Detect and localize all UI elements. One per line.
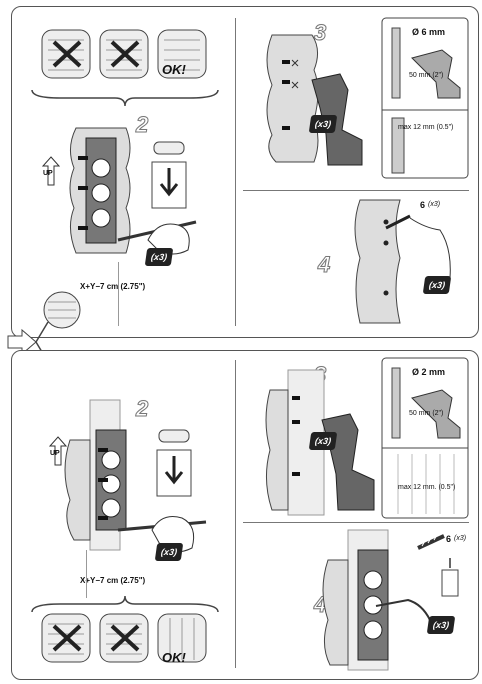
formula-label-bottom: X+Y−7 cm (2.75") [80, 576, 145, 585]
x3-badge-bottom-drill: (x3) [309, 432, 338, 450]
x3-badge-top-left: (x3) [145, 248, 174, 266]
bubble-level-top [150, 142, 190, 212]
drill-diameter-top: Ø 6 mm [412, 27, 445, 37]
screw-count-bottom: (x3) [454, 535, 466, 542]
bottom-horizontal-divider [243, 522, 469, 523]
step-number-4-top: 4 [318, 252, 330, 278]
wall-thumb-bottom-1 [42, 614, 90, 662]
top-horizontal-divider [243, 190, 469, 191]
wall-thumb-2 [100, 30, 148, 78]
drill-depth-top: 50 mm (2") [409, 72, 443, 79]
brace-top [30, 88, 220, 108]
brace-bottom [30, 594, 220, 614]
wall-thumb-bottom-2 [100, 614, 148, 662]
x3-badge-top-anchor: (x3) [423, 276, 452, 294]
bubble-level-bottom [155, 430, 195, 500]
drill-diameter-bottom: Ø 2 mm [412, 367, 445, 377]
x3-badge-bottom-left: (x3) [155, 543, 184, 561]
top-vertical-divider [235, 18, 236, 326]
x3-badge-top-drill: (x3) [309, 115, 338, 133]
wall-drill-top [262, 30, 382, 165]
wall-anchor-top [340, 198, 460, 328]
drill-detail-box-top [382, 18, 470, 178]
measure-line-bottom [86, 550, 87, 598]
up-label-top: UP [43, 170, 53, 177]
up-arrow-bottom: UP [49, 436, 67, 468]
max-depth-top: max 12 mm (0.5") [398, 124, 453, 131]
max-depth-bottom: max 12 mm. (0.5") [398, 484, 455, 491]
screw-number-top: 6 [420, 200, 425, 210]
ok-label-top: OK! [162, 62, 186, 77]
drill-depth-bottom: 50 mm (2") [409, 410, 443, 417]
step-number-2-top: 2 [136, 112, 148, 138]
up-arrow-top: UP [42, 156, 60, 188]
measure-line-top [118, 262, 119, 326]
screw-number-bottom: 6 [446, 534, 451, 544]
bottom-vertical-divider [235, 360, 236, 668]
drill-detail-box-bottom [382, 358, 470, 518]
formula-label-top: X+Y−7 cm (2.75") [80, 282, 145, 291]
wall-type-thumbnails-top [40, 26, 210, 88]
stud-bracket-bottom [318, 530, 438, 670]
up-label-bottom: UP [50, 450, 60, 457]
screw-count-top: (x3) [428, 201, 440, 208]
wall-thumb-1 [42, 30, 90, 78]
x3-badge-bottom-screw: (x3) [427, 616, 456, 634]
ok-label-bottom: OK! [162, 650, 186, 665]
